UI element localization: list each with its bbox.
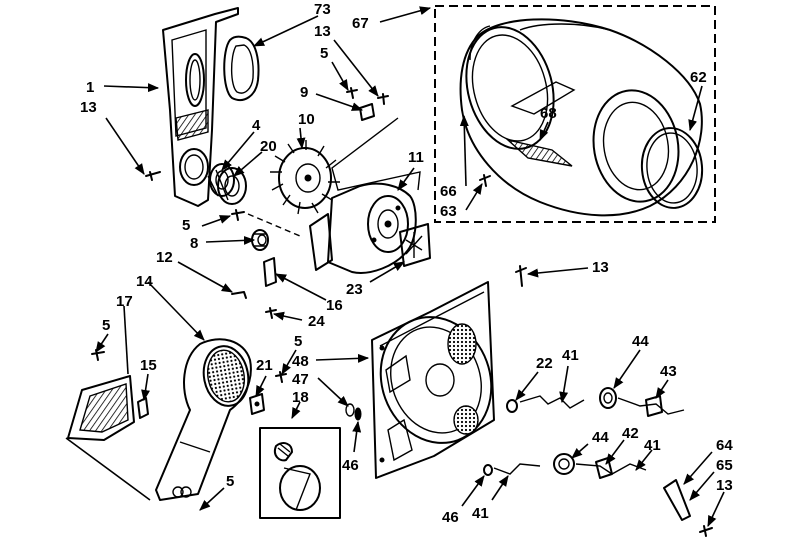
callout-5: 5: [102, 317, 110, 334]
callout-8: 8: [190, 235, 198, 252]
leader-lines: [65, 6, 725, 528]
callout-16: 16: [326, 297, 343, 314]
callout-41: 41: [472, 505, 489, 522]
callout-68: 68: [540, 105, 557, 122]
drum-assembly-box: [434, 5, 716, 223]
callout-41: 41: [644, 437, 661, 454]
callout-9: 9: [300, 84, 308, 101]
callout-13: 13: [314, 23, 331, 40]
belt-guide-lines: [247, 117, 421, 237]
callout-1: 1: [86, 79, 94, 96]
callout-46: 46: [442, 509, 459, 526]
drum-roller-part-upper: [506, 387, 685, 417]
callout-5: 5: [226, 473, 234, 490]
callout-18: 18: [292, 389, 309, 406]
callout-5: 5: [320, 45, 328, 62]
callout-63: 63: [440, 203, 457, 220]
door-seal-part: [223, 35, 260, 101]
screw-part-5c: [91, 349, 105, 361]
screw-part-24: [231, 291, 277, 319]
callout-13: 13: [592, 259, 609, 276]
idler-pulley-part: [251, 229, 269, 251]
clip-part: [359, 103, 375, 121]
drum-part: [459, 18, 703, 217]
callout-14: 14: [136, 273, 153, 290]
exhaust-duct-part: [155, 338, 252, 501]
callout-20: 20: [260, 138, 277, 155]
callout-47: 47: [292, 371, 309, 388]
callout-24: 24: [308, 313, 325, 330]
front-bulkhead-part: [162, 7, 239, 207]
callout-44: 44: [592, 429, 609, 446]
drum-roller-part-lower: [483, 453, 647, 479]
callout-73: 73: [314, 1, 331, 18]
callout-15: 15: [140, 357, 157, 374]
callout-13: 13: [80, 99, 97, 116]
callout-43: 43: [660, 363, 677, 380]
callout-21: 21: [256, 357, 273, 374]
blower-wheel-part: [270, 140, 340, 215]
callout-41: 41: [562, 347, 579, 364]
door-strike-part: [663, 479, 713, 537]
callout-46: 46: [342, 457, 359, 474]
lint-screen-part: [67, 375, 135, 441]
screw-parts-top: [145, 87, 389, 221]
callout-65: 65: [716, 457, 733, 474]
callout-48: 48: [292, 353, 309, 370]
callout-labels: 1 13 4 20 73 13 5 9 10 11 67 62 68 66 63…: [80, 1, 733, 526]
rear-bulkhead-part: [371, 281, 495, 479]
bearing-washer-part: [345, 403, 362, 421]
callout-62: 62: [690, 69, 707, 86]
bearing-kit-part: [259, 427, 341, 519]
filter-clip-part: [137, 397, 149, 419]
callout-5: 5: [294, 333, 302, 350]
drum-seal-part: [640, 127, 704, 209]
bracket-part: [263, 257, 277, 287]
drive-motor-part: [309, 182, 431, 274]
thermostat-bracket-part: [249, 393, 265, 415]
callout-10: 10: [298, 111, 315, 128]
callout-64: 64: [716, 437, 733, 454]
callout-13: 13: [716, 477, 733, 494]
callout-12: 12: [156, 249, 173, 266]
screw-part-right: [515, 265, 527, 287]
callout-66: 66: [440, 183, 457, 200]
callout-22: 22: [536, 355, 553, 372]
callout-67: 67: [352, 15, 369, 32]
drum-screw-part: [479, 174, 491, 187]
callout-11: 11: [408, 149, 424, 166]
callout-44: 44: [632, 333, 649, 350]
callout-4: 4: [252, 117, 261, 134]
callout-5: 5: [182, 217, 190, 234]
callout-23: 23: [346, 281, 363, 298]
callout-42: 42: [622, 425, 639, 442]
screw-part-5d: [275, 371, 287, 383]
callout-17: 17: [116, 293, 133, 310]
